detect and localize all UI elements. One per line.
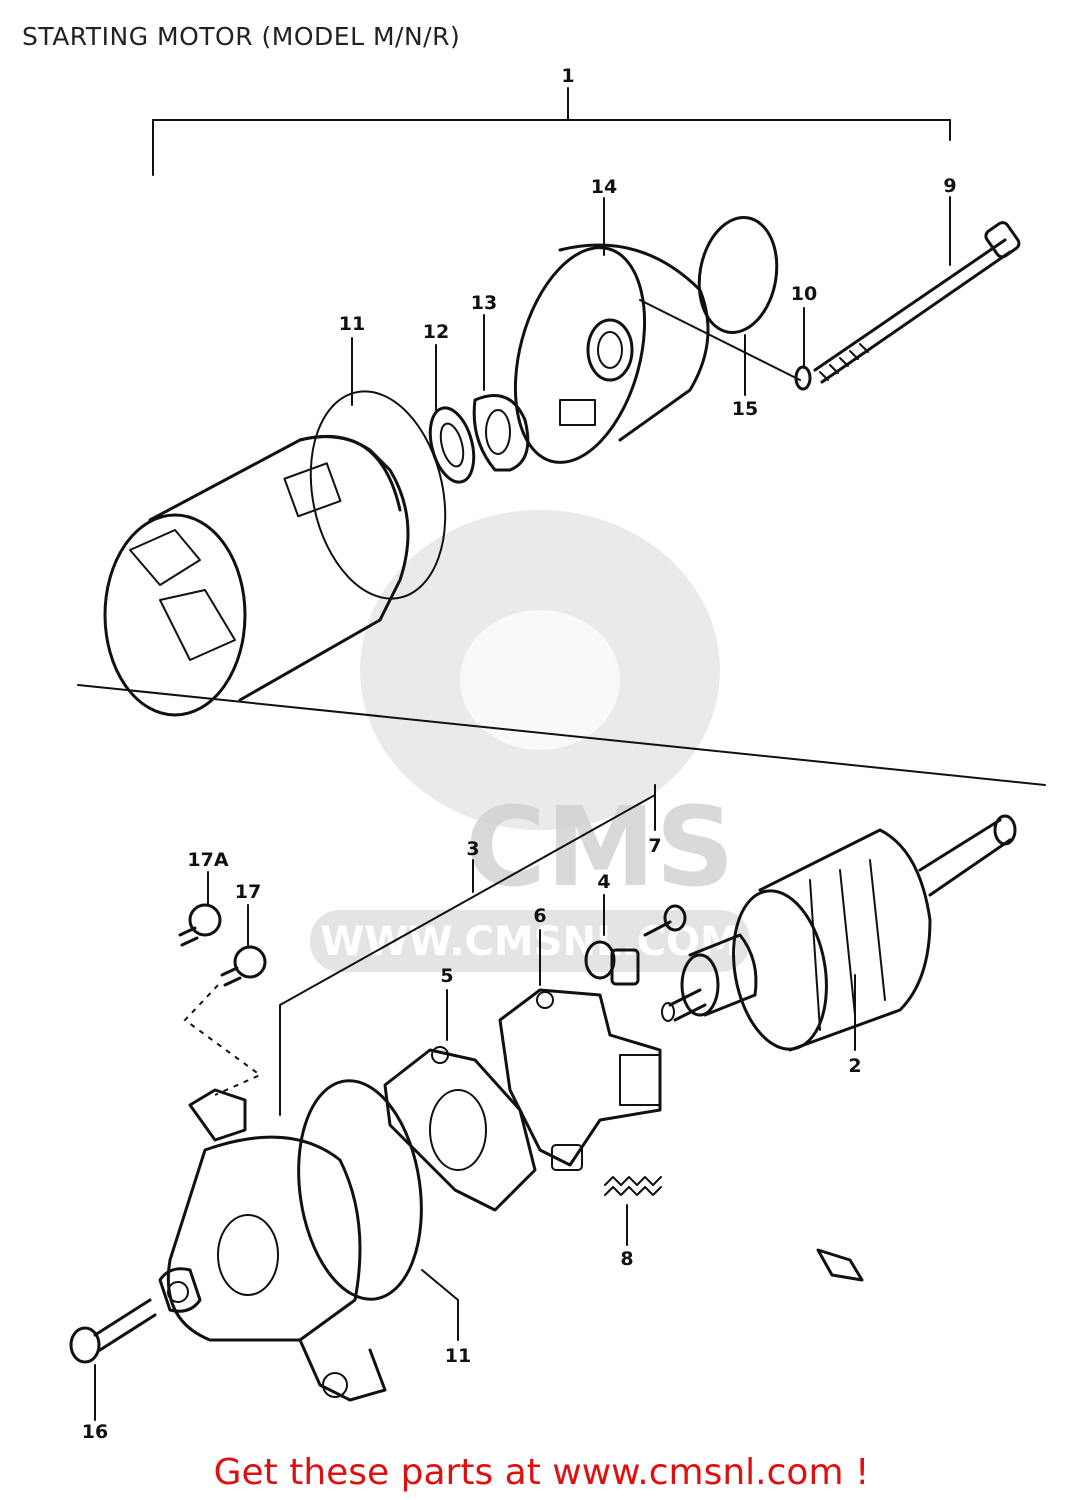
- callout-14: 14: [591, 176, 617, 198]
- callout-3: 3: [466, 838, 479, 860]
- footer-link-text[interactable]: Get these parts at www.cmsnl.com !: [213, 1452, 870, 1493]
- screw-part-7: [643, 904, 687, 937]
- screw-part-17a: [178, 903, 222, 947]
- callout-12: 12: [423, 321, 449, 343]
- callout-16: 16: [82, 1421, 108, 1443]
- yoke-housing: [103, 390, 447, 717]
- callout-11-bottom: 11: [445, 1345, 471, 1367]
- callout-labels: 1 9 14 10 11 12 13 15 3 7 4 6 5 17A 17 2…: [82, 65, 957, 1443]
- watermark-url: WWW.CMSNL.COM: [320, 919, 740, 965]
- callout-17: 17: [235, 881, 261, 903]
- through-bolt-part-9: [813, 221, 1021, 384]
- callout-1: 1: [561, 65, 574, 87]
- spring-part-8: [604, 1176, 662, 1196]
- diagram-title: STARTING MOTOR (MODEL M/N/R): [22, 22, 461, 51]
- callout-4: 4: [597, 871, 610, 893]
- washer-part-12: [428, 406, 476, 484]
- o-ring-part-11-bottom: [297, 1079, 423, 1301]
- callout-9: 9: [943, 175, 956, 197]
- reference-arrow-icon: [816, 1248, 864, 1282]
- callout-15: 15: [732, 398, 758, 420]
- brush-holder-part-6: [498, 988, 662, 1171]
- callout-5: 5: [440, 965, 453, 987]
- watermark-logo: WWW.CMSNL.COM CMS: [310, 510, 750, 972]
- end-cover-part-14: [513, 243, 710, 464]
- callout-13: 13: [471, 292, 497, 314]
- callout-8: 8: [620, 1248, 633, 1270]
- armature-part-2: [661, 814, 1017, 1052]
- callout-6: 6: [533, 905, 546, 927]
- plate-part-5: [383, 1046, 537, 1212]
- callout-10: 10: [791, 283, 817, 305]
- callout-11-top: 11: [339, 313, 365, 335]
- leader-lines: [94, 196, 951, 1421]
- callout-2: 2: [848, 1055, 861, 1077]
- bracket-part-1: [152, 87, 951, 176]
- bolt-part-16: [69, 1298, 157, 1364]
- screw-part-17: [220, 945, 267, 987]
- callout-7: 7: [648, 835, 661, 857]
- callout-17a: 17A: [187, 849, 228, 871]
- watermark-brand: CMS: [465, 783, 734, 911]
- end-frame-housing: [158, 1088, 387, 1402]
- plate-part-13: [472, 394, 530, 472]
- o-ring-part-15: [697, 216, 779, 334]
- brush-part-4: [584, 940, 640, 986]
